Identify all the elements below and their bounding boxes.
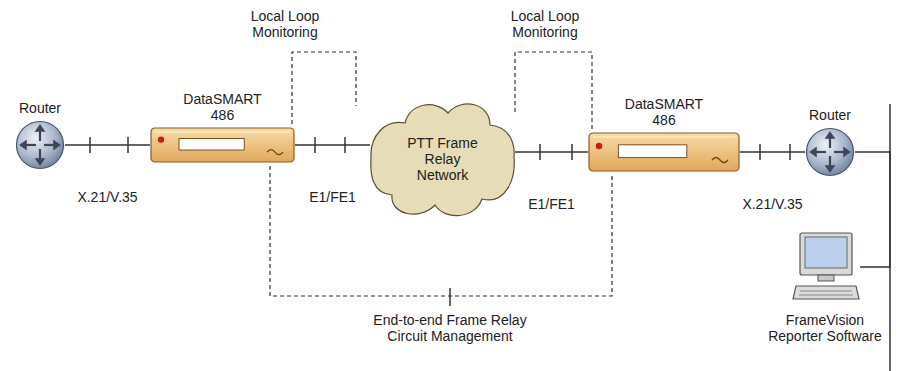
node-text: FrameVision Reporter Software [763,312,888,344]
workstation-shape [790,232,860,302]
interface-label: E1/FE1 [309,189,356,205]
screen [805,237,847,268]
node-label: FrameVision Reporter Software [763,312,888,344]
connector-line [295,144,370,146]
annotation-label: Local Loop Monitoring [240,8,330,40]
interface-label: X.21/V.35 [77,189,137,205]
connector-line [855,152,890,267]
node-text: PTT Frame Relay Network [401,135,485,183]
router-icon-shape [15,120,65,170]
router-icon-graphic [805,127,855,177]
keyboard [793,286,859,299]
annotation-label: End-to-end Frame Relay Circuit Managemen… [355,312,545,344]
datasmart-unit-shape [588,132,740,172]
datasmart-unit-graphic [588,132,740,172]
unit-marks [712,158,728,163]
node-text: DataSMART 486 [614,96,714,128]
datasmart-unit-shape [150,127,295,163]
connector-line [65,144,150,146]
monitor-stand [818,275,834,281]
node-text: Router [790,107,870,123]
connector-line [515,151,588,153]
unit-display [179,139,244,151]
router-icon-graphic [15,120,65,170]
workstation: FrameVision Reporter Software [763,232,888,344]
router-icon: Router [790,107,870,177]
node-label: DataSMART 486 [173,91,273,123]
annotation-label: Local Loop Monitoring [500,8,590,40]
router-icon: Router [0,100,80,170]
router-icon-shape [805,127,855,177]
unit-led [158,136,164,142]
node-label: PTT Frame Relay Network [401,135,485,183]
router-arrows [20,125,61,166]
network-cloud: PTT Frame Relay Network [370,95,515,222]
node-label: Router [790,107,870,123]
node-text: DataSMART 486 [173,91,273,123]
unit-highlight [593,136,735,138]
datasmart-unit: DataSMART 486 [150,91,295,163]
connector-line [740,151,805,153]
unit-marks [267,150,283,155]
datasmart-unit: DataSMART 486 [588,96,740,172]
datasmart-unit-graphic [150,127,295,163]
local-loop-bracket [515,52,592,129]
node-text: Router [0,100,80,116]
interface-label: X.21/V.35 [742,196,802,212]
cloud-outline [371,104,514,216]
interface-label: E1/FE1 [528,196,575,212]
unit-led [596,143,602,149]
keyboard-keys [799,291,853,295]
node-label: DataSMART 486 [614,96,714,128]
router-arrows [810,132,851,173]
unit-body [151,128,294,162]
unit-highlight [155,131,290,133]
workstation-graphic [790,232,860,302]
node-label: Router [0,100,80,116]
unit-body [589,133,739,171]
local-loop-bracket [292,52,356,124]
router-body [807,129,854,176]
unit-display [618,145,686,158]
router-body [17,122,64,169]
monitor [800,233,852,275]
bracket-tick [449,288,451,306]
